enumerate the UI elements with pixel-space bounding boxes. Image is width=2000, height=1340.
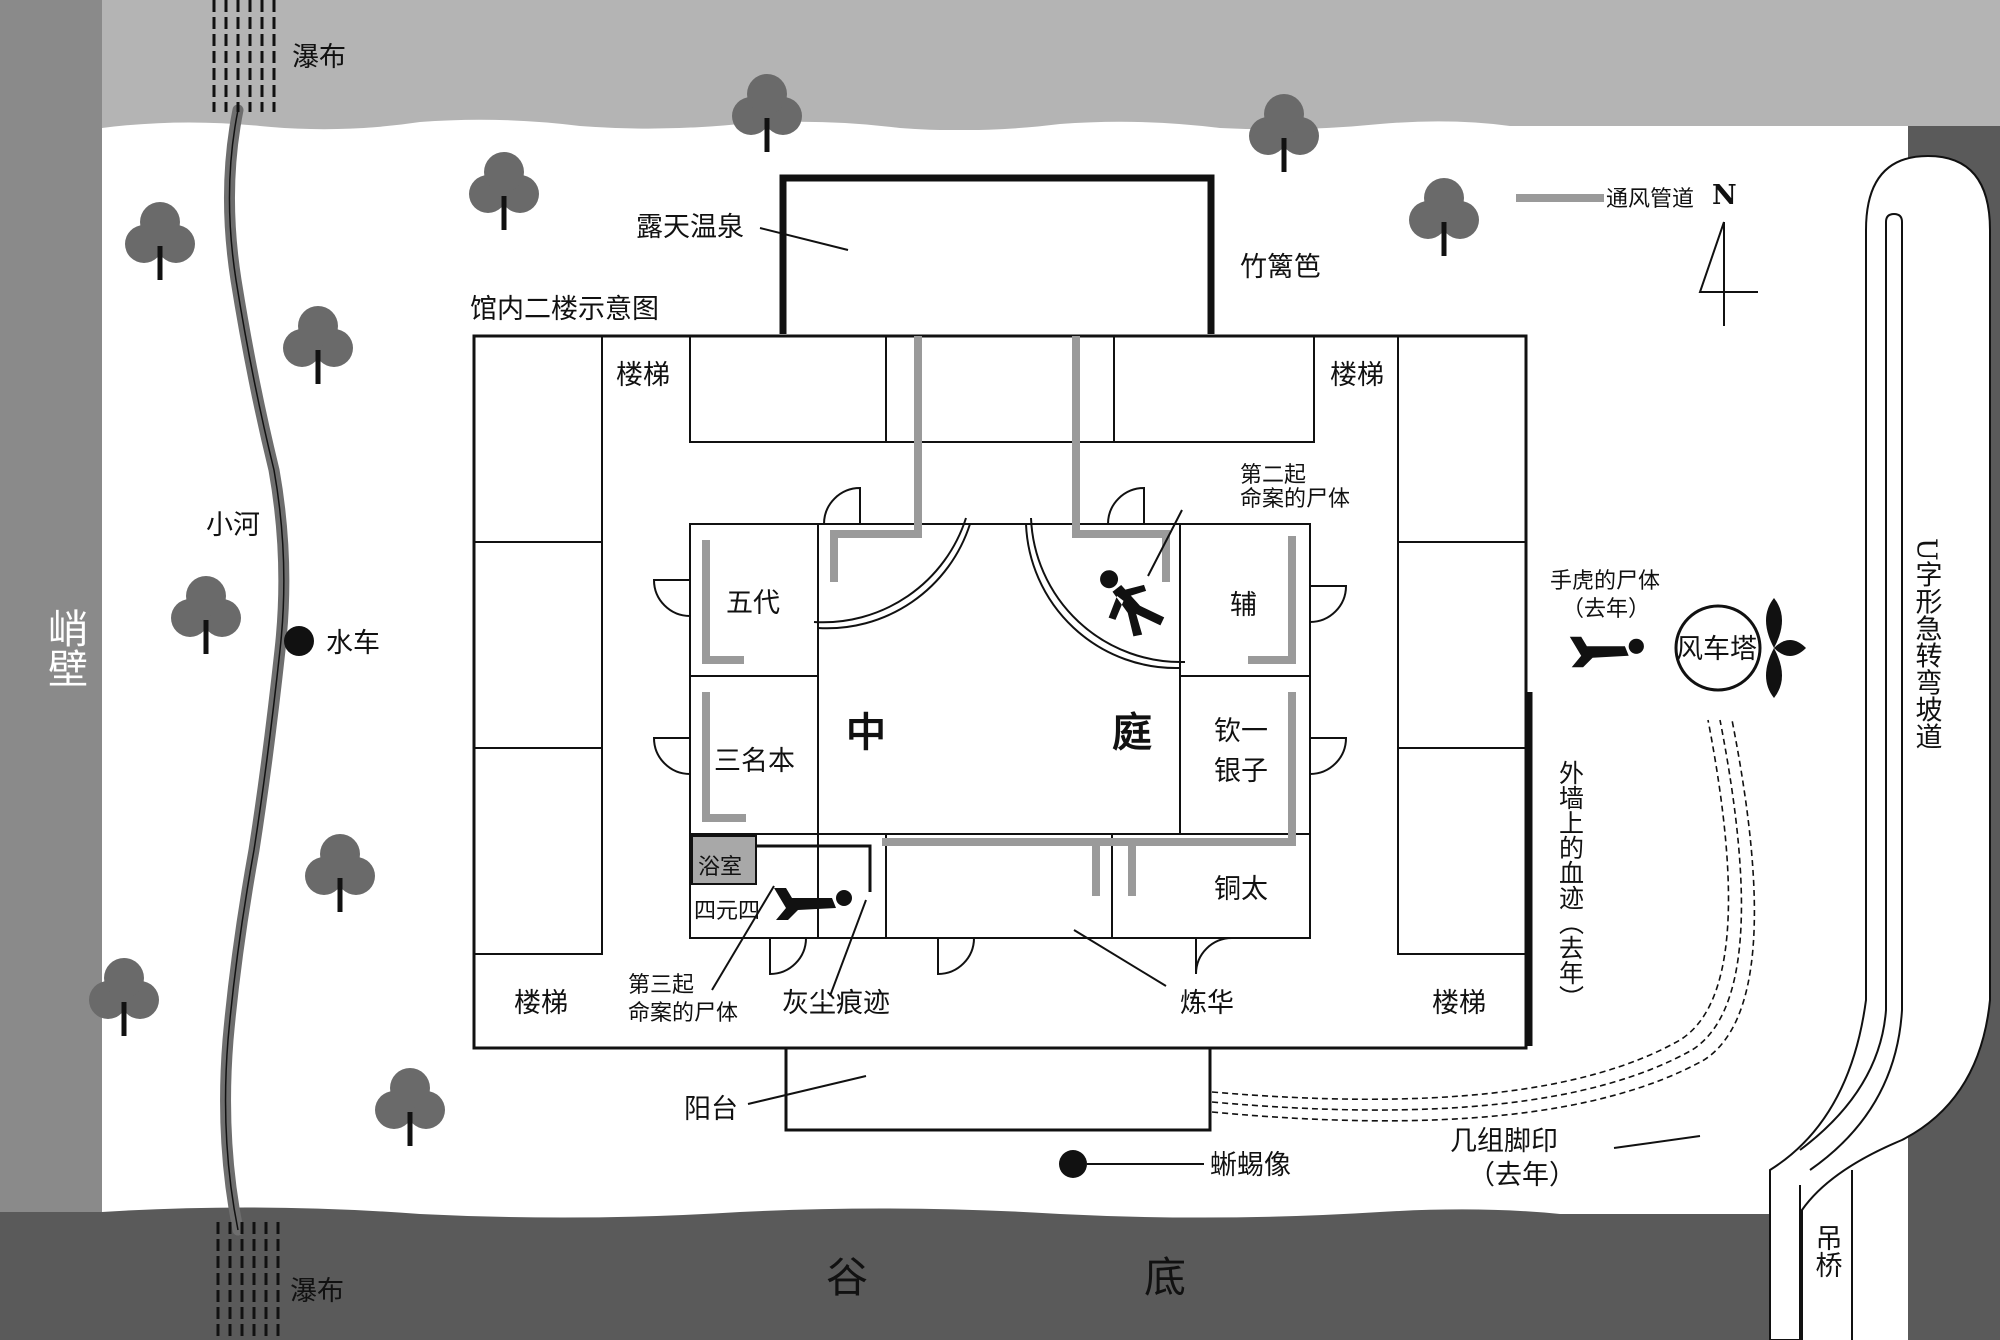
room-shigenshi-label: 四元四 <box>694 899 760 924</box>
building-outer-wall <box>472 334 1528 1050</box>
waterfall-top-label: 瀑布 <box>292 42 346 73</box>
footprints-label-1: 几组脚印 <box>1450 1126 1558 1157</box>
second-body-label-2: 命案的尸体 <box>1240 487 1350 512</box>
room-sannamoto-label: 三名本 <box>714 746 795 777</box>
room-ho-label: 辅 <box>1230 590 1257 621</box>
windmill-icon <box>1766 598 1806 698</box>
waterwheel-label: 水车 <box>326 628 380 659</box>
windmill-tower <box>1674 604 1762 692</box>
bamboo-fence-label: 竹篱笆 <box>1240 252 1321 283</box>
waterfall-top-lines <box>212 0 276 112</box>
ventilation-ducts <box>702 336 1296 896</box>
courtyard-label-right: 庭 <box>1112 709 1152 756</box>
stairs-sw-label: 楼梯 <box>514 988 568 1019</box>
stairs-ne-label: 楼梯 <box>1330 360 1384 391</box>
balcony <box>784 1046 1212 1132</box>
third-body-label-1: 第三起 <box>628 973 694 998</box>
lizard-statue-icon <box>1059 1150 1087 1178</box>
lizard-statue-label: 蜥蜴像 <box>1210 1150 1291 1181</box>
fallen-body-icon <box>1100 570 1165 637</box>
footprints-label-2: （去年） <box>1468 1160 1576 1191</box>
north-arrow-icon <box>1698 221 1758 326</box>
forest-band-top <box>0 0 2000 130</box>
valley-bottom <box>0 1207 1800 1340</box>
u-slope-road <box>1769 154 1991 1340</box>
cliff-label: 峭壁 <box>41 608 87 688</box>
floor-plan-title: 馆内二楼示意图 <box>470 294 659 325</box>
third-body-label-2: 命案的尸体 <box>628 1001 738 1026</box>
river-label: 小河 <box>206 510 260 541</box>
hot-spring-label: 露天温泉 <box>636 212 744 243</box>
north-label: N <box>1712 180 1737 211</box>
tetora-body-label-1: 手虎的尸体 <box>1550 569 1660 594</box>
valley-label-left: 谷 <box>826 1253 868 1302</box>
suspension-bridge-label: 吊桥 <box>1811 1224 1843 1278</box>
room-bathroom-label: 浴室 <box>698 855 742 880</box>
right-wing <box>1397 335 1527 955</box>
door-swings <box>652 486 1348 976</box>
balcony-label: 阳台 <box>684 1094 738 1125</box>
courtyard <box>817 523 1181 835</box>
windmill-tower-label: 风车塔 <box>1676 634 1757 665</box>
u-slope-label: U字形急转弯坡道 <box>1911 538 1943 750</box>
left-wing <box>473 335 603 955</box>
bathroom <box>691 835 757 885</box>
blood-on-wall-label: 外墙上的血迹（去年） <box>1556 760 1585 1010</box>
second-body-label-1: 第二起 <box>1240 463 1306 488</box>
room-ginko-label-2: 银子 <box>1214 756 1268 787</box>
waterfall-bottom-label: 瀑布 <box>290 1276 344 1307</box>
room-godai-label: 五代 <box>726 588 780 619</box>
north-rooms <box>689 335 1315 443</box>
tetora-body-label-2: （去年） <box>1562 597 1650 622</box>
waterfall-bottom-lines <box>216 1222 280 1340</box>
courtyard-label-left: 中 <box>846 709 886 756</box>
room-ginko-label-1: 钦一 <box>1214 716 1268 747</box>
valley-label-right: 底 <box>1144 1253 1186 1302</box>
room-dota-label: 铜太 <box>1214 874 1268 905</box>
cliff-left <box>0 0 102 1340</box>
waterwheel-icon <box>284 626 314 656</box>
stairs-nw-label: 楼梯 <box>616 360 670 391</box>
vent-legend-label: 通风管道 <box>1606 187 1694 212</box>
room-renka-label: 炼华 <box>1180 988 1234 1019</box>
dust-trace-label: 灰尘痕迹 <box>782 988 890 1019</box>
hot-spring <box>783 178 1211 334</box>
suspension-bridge <box>1799 1170 1853 1340</box>
stairs-se-label: 楼梯 <box>1432 988 1486 1019</box>
footprint-trails <box>1211 719 1756 1122</box>
